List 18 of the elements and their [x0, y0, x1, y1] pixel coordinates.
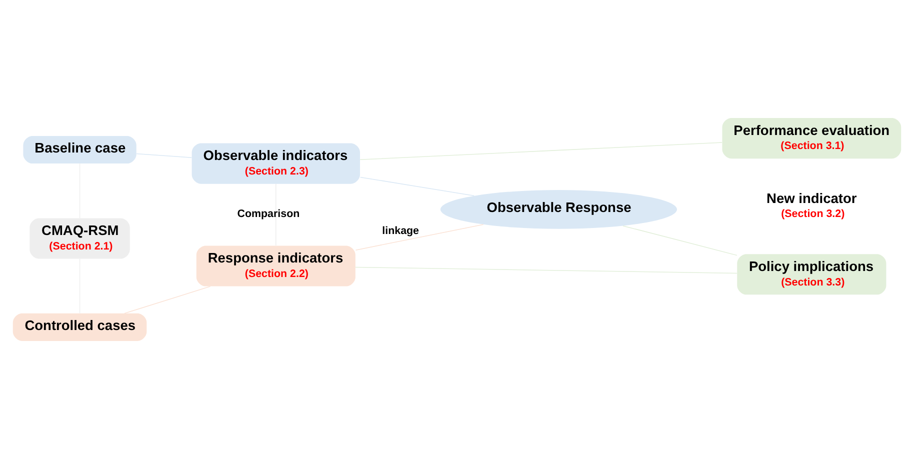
connector	[355, 224, 484, 250]
node-box: Response indicators (Section 2.2)	[196, 245, 356, 286]
node-box: Baseline case	[23, 136, 136, 164]
connector	[136, 152, 192, 158]
edge-label: Comparison	[237, 207, 300, 220]
node-label: New indicator	[766, 190, 857, 206]
edge-label: linkage	[382, 224, 420, 237]
connector	[124, 286, 211, 314]
node-label: (Section 3.2)	[781, 208, 845, 220]
node-box: Policy implications (Section 3.3)	[737, 254, 886, 294]
connector	[622, 224, 738, 256]
node-ellipse: Observable Response	[440, 190, 677, 228]
node-box: Controlled cases	[12, 312, 147, 340]
connector	[360, 176, 475, 196]
connector	[355, 266, 738, 274]
connector	[360, 142, 722, 160]
node-box: Observable indicators (Section 2.3)	[192, 142, 360, 184]
node-box: Performance evaluation (Section 3.1)	[722, 118, 902, 158]
